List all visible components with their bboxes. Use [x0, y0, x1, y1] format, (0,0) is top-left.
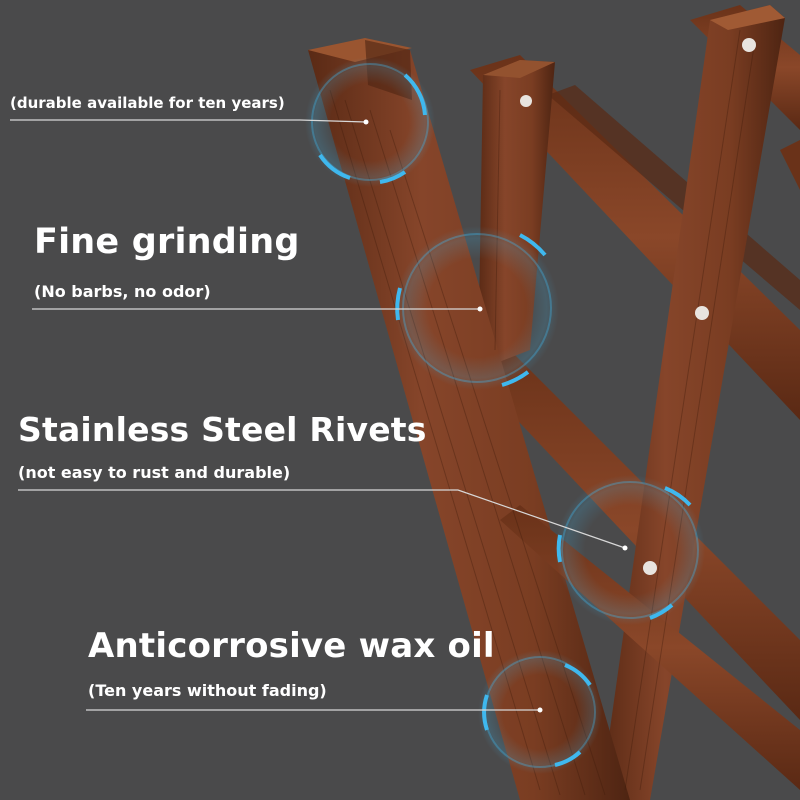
- leader-line-durable: [10, 119, 367, 123]
- rivet: [520, 95, 532, 107]
- rivet: [695, 306, 709, 320]
- rivet: [742, 38, 756, 52]
- main-post: [308, 40, 630, 800]
- feature-wax-oil-subtitle: (Ten years without fading): [88, 681, 327, 700]
- feature-fine-grinding-title: Fine grinding: [34, 222, 300, 262]
- ring-fine-grinding: [395, 226, 559, 390]
- feature-durable-subtitle: (durable available for ten years): [10, 94, 285, 112]
- leader-line-rivets: [18, 489, 626, 549]
- main-post-top: [308, 38, 412, 62]
- right-slat-top: [710, 5, 785, 30]
- ring-durable: [305, 57, 435, 187]
- feature-wax-oil-title: Anticorrosive wax oil: [88, 626, 495, 666]
- ring-rivets: [555, 475, 705, 625]
- middle-slat-top: [483, 60, 555, 78]
- feature-rivets-subtitle: (not easy to rust and durable): [18, 463, 291, 482]
- leader-lines: [10, 119, 628, 713]
- feature-fine-grinding-subtitle: (No barbs, no odor): [34, 282, 211, 301]
- lattice-slat: [780, 140, 800, 190]
- feature-rivets-title: Stainless Steel Rivets: [18, 410, 427, 449]
